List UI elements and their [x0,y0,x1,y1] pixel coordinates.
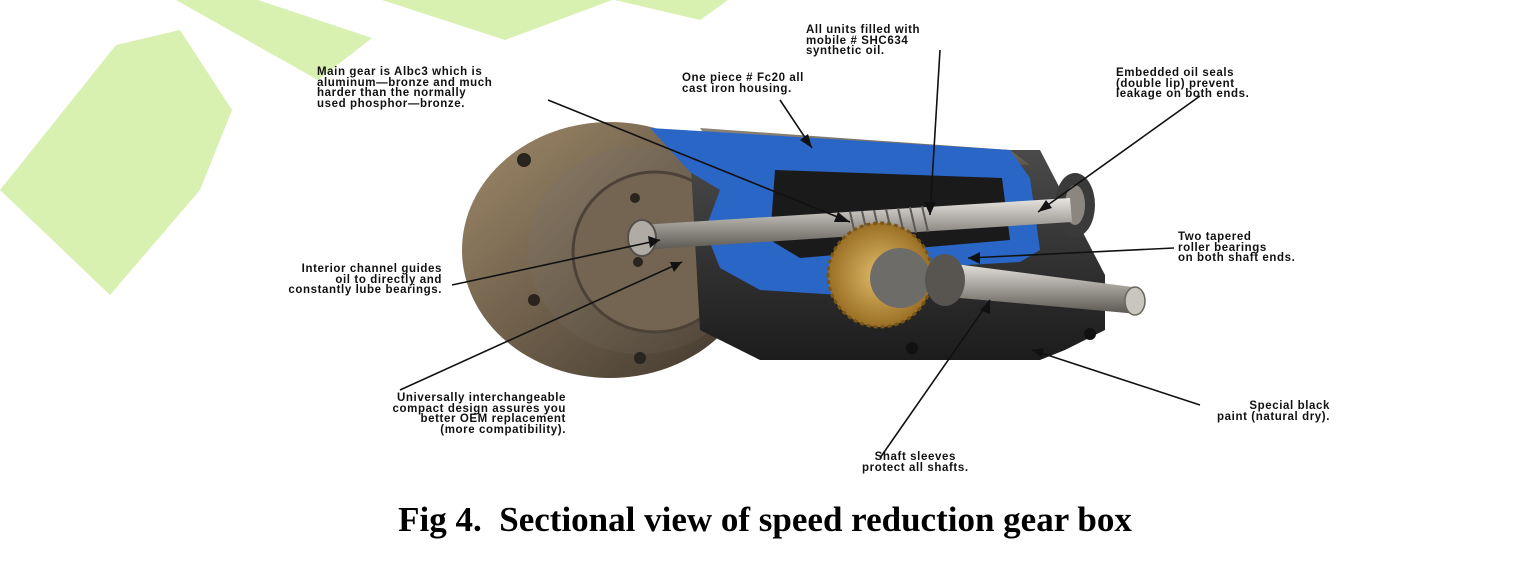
gearbox-illustration [462,122,1146,378]
callout-line: protect all shafts. [862,461,969,474]
callout-line: compact design assures you [392,402,566,415]
callout-line: Special black [1249,400,1330,412]
callout-line: leakage on both ends. [1116,88,1250,100]
callout-line: All units filled with [806,24,921,36]
arrowhead [834,212,850,222]
callout-line: cast iron housing. [682,82,792,95]
watermark-stroke [0,45,200,295]
callout-line: Shaft sleeves [874,451,956,463]
callout-paint: Special black paint (natural dry). [1217,401,1330,422]
arrowhead [1038,200,1052,212]
callout-line: oil to directly and [335,273,442,286]
bolt-hole [634,352,646,364]
bolt-hole [630,193,640,203]
leader-lines [399,49,1201,459]
output-bearing [925,254,965,306]
arrowhead [648,236,660,248]
callout-line: (more compatibility). [440,423,566,436]
arrowhead [670,262,682,272]
callout-line: roller bearings [1178,241,1267,254]
callout-interchange: Universally interchangeable compact desi… [393,393,566,435]
callout-line: Main gear is Albc3 which is [317,66,483,78]
arrowhead [968,252,980,264]
bolt-hole [517,153,531,167]
body-bolt [1084,328,1096,340]
arrowhead [1032,348,1044,358]
callout-seals: Embedded oil seals (double lip) prevent … [1116,68,1249,100]
worm-shaft-end [627,219,657,257]
leader-bearings [967,247,1175,259]
callout-line: One piece # Fc20 all [682,72,804,84]
callout-line: Interior channel guides [301,263,442,275]
leader-sleeves [879,299,991,459]
leader-main-gear [547,99,851,223]
callout-line: used phosphor—bronze. [317,97,466,110]
leader-channel [451,239,661,286]
callout-line: aluminum—bronze and much [317,76,493,89]
output-shaft [938,262,1140,314]
callout-channel: Interior channel guides oil to directly … [288,264,442,296]
watermark-stroke [176,0,372,80]
figure-caption: Fig 4. Sectional view of speed reduction… [398,500,1132,539]
gear-hub [870,248,930,308]
callout-line: paint (natural dry). [1217,410,1330,423]
leader-paint [1031,349,1201,406]
callout-line: (double lip) prevent [1116,77,1235,90]
callout-bearings: Two tapered roller bearings on both shaf… [1178,232,1295,264]
watermark-stroke [615,0,728,20]
output-shaft-end [1124,286,1146,316]
worm-shaft [640,198,1072,250]
arrowhead [924,202,936,215]
callout-sleeves: Shaft sleeves protect all shafts. [862,452,969,473]
callout-line: Two tapered [1178,231,1252,243]
watermark-shapes [0,0,728,295]
bolt-hole [633,257,643,267]
callout-line: Embedded oil seals [1116,67,1235,79]
watermark-stroke [116,30,232,190]
leader-interchange [399,261,683,391]
arrowhead [980,300,990,314]
leader-oil [929,49,941,216]
body-bolt [906,342,918,354]
callout-line: mobile # SHC634 [806,34,909,47]
callout-line: better OEM replacement [420,413,566,425]
callout-line: Universally interchangeable [397,392,566,404]
leader-seals [1037,95,1201,213]
arrowhead [800,134,812,148]
callout-main-gear: Main gear is Albc3 which is aluminum—bro… [317,67,492,109]
callout-line: on both shaft ends. [1178,252,1296,264]
callout-oil: All units filled with mobile # SHC634 sy… [806,25,920,57]
bolt-hole [528,294,540,306]
callout-line: synthetic oil. [806,45,885,57]
watermark-stroke [382,0,612,40]
arrowheads [648,134,1052,358]
callout-line: constantly lube bearings. [288,284,442,296]
callout-housing: One piece # Fc20 all cast iron housing. [682,73,804,94]
callout-line: harder than the normally [317,87,467,99]
